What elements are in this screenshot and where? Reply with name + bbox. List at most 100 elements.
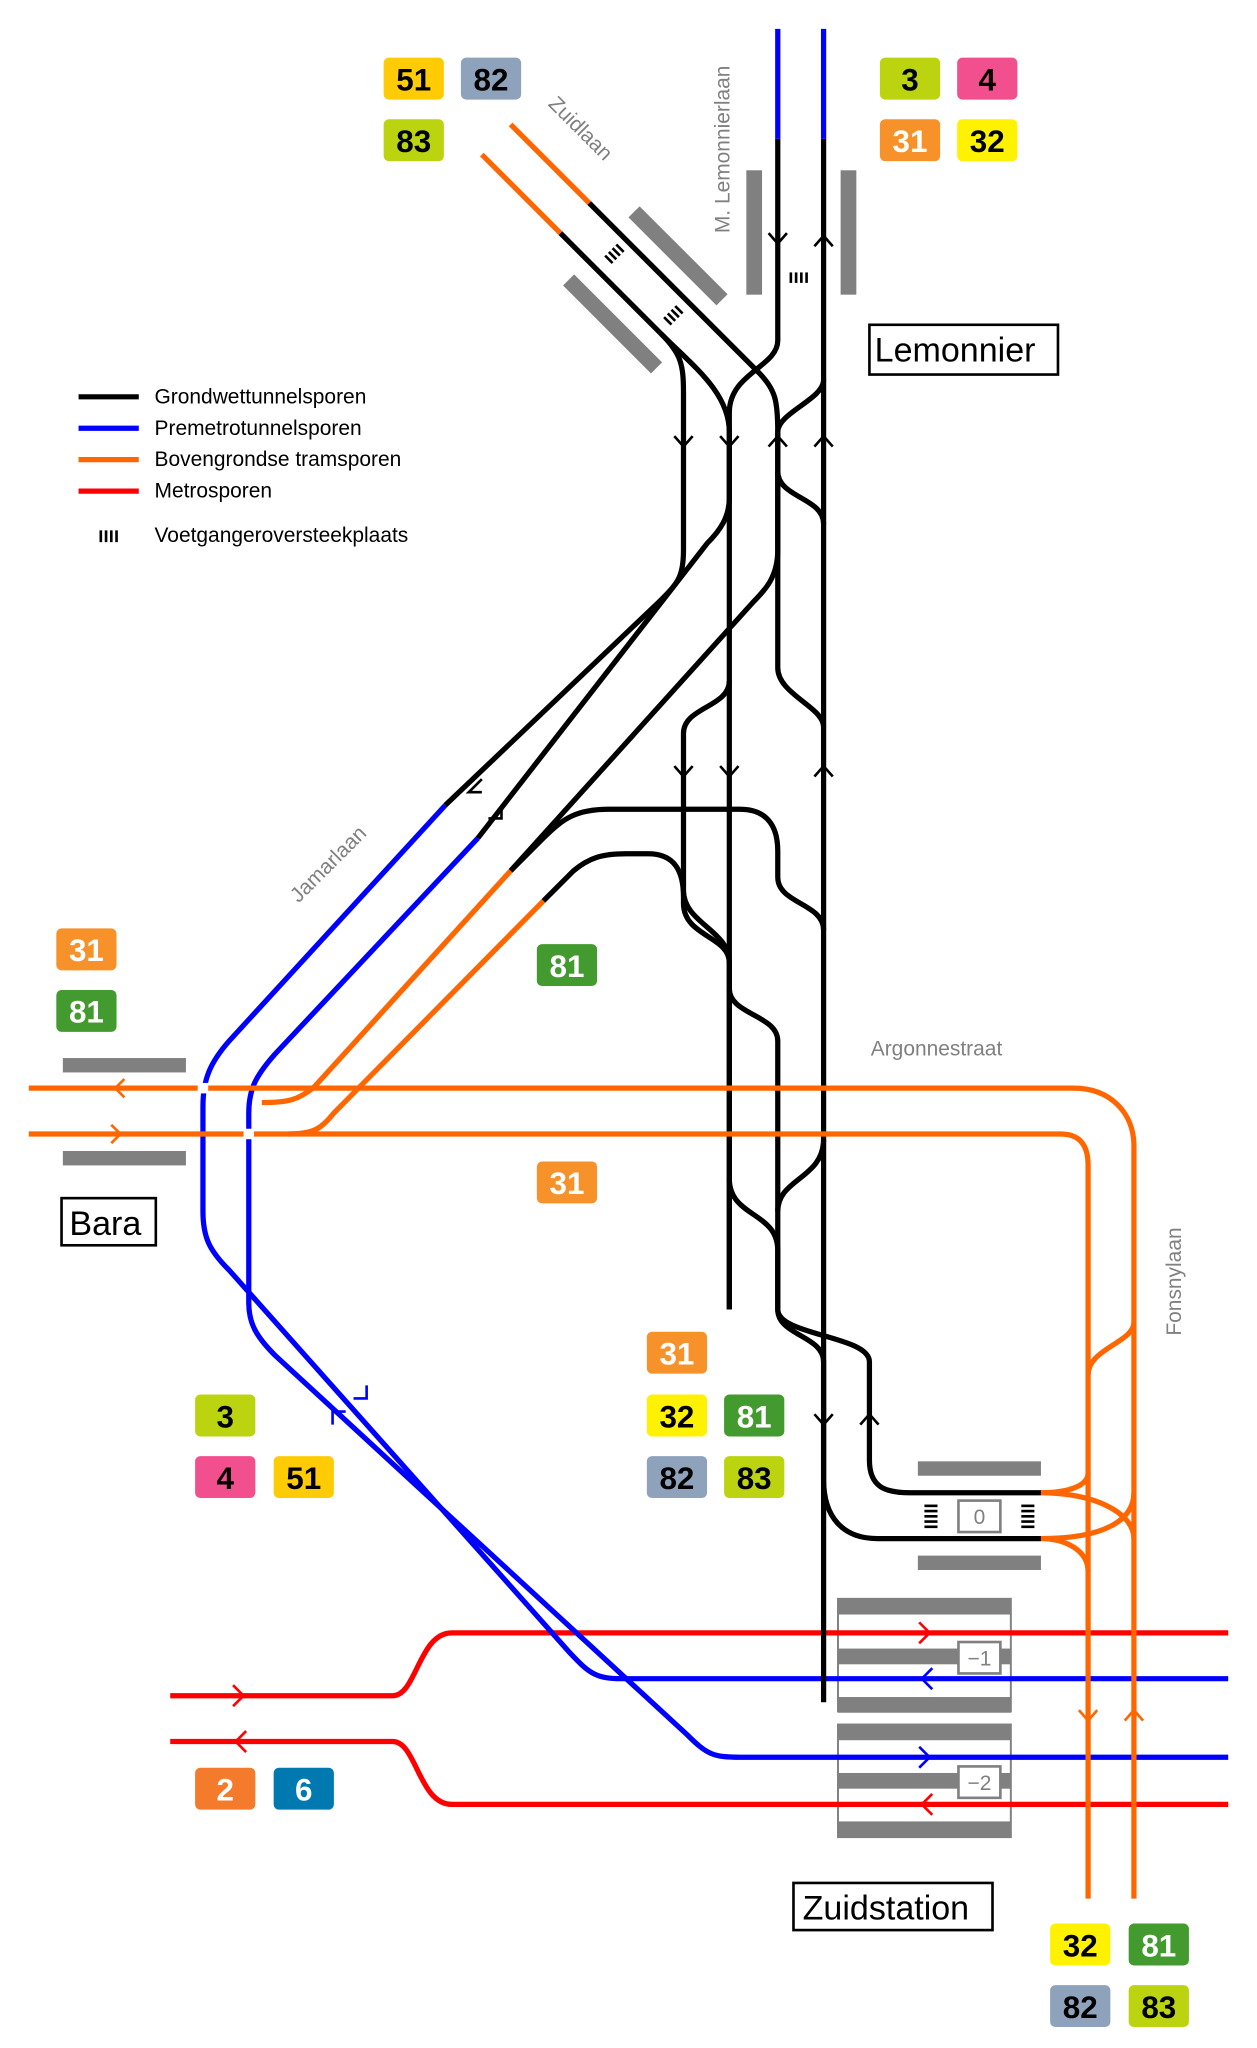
zuidlaan-surface-b <box>508 122 592 205</box>
line-badge-2: 2 <box>195 1767 256 1810</box>
lemonnier-down-track <box>726 138 781 1310</box>
badge-label: 81 <box>737 1399 772 1434</box>
badge-label: 32 <box>1063 1928 1098 1963</box>
line-badge-31: 31 <box>56 928 117 971</box>
arrow-1 <box>767 232 788 246</box>
arrow-11 <box>859 1412 880 1426</box>
badge-label: 51 <box>286 1461 321 1496</box>
loop-81-lower <box>541 851 732 963</box>
line-badge-83: 83 <box>724 1456 785 1498</box>
line-badge-83: 83 <box>383 119 444 162</box>
crossing-icon-zuid-0-left <box>924 1504 938 1529</box>
badge-background <box>56 928 117 971</box>
badge-label: 82 <box>474 62 509 97</box>
arrow-4 <box>719 435 740 449</box>
metro-arrow-1 <box>232 1684 246 1708</box>
street-fonsnylaan: Fonsnylaan <box>1163 1227 1186 1335</box>
premetro-tracks <box>200 28 1229 1769</box>
premetro-arrow-2 <box>331 1410 346 1425</box>
badge-background <box>724 1394 785 1437</box>
platform-zuid-minus1 <box>837 1597 1012 1713</box>
badge-label: 81 <box>69 995 104 1030</box>
platform-zuidlaan-ne <box>628 206 728 306</box>
line-badge-3: 3 <box>879 57 941 100</box>
badge-background <box>1050 1985 1111 2027</box>
metro-arrow-2 <box>233 1730 248 1753</box>
badge-background <box>273 1456 334 1498</box>
badge-label: 3 <box>216 1399 233 1434</box>
metro-track-north <box>170 1630 1229 1699</box>
cross-track-c <box>775 471 827 525</box>
station-zuidstation: Zuidstation <box>803 1890 969 1928</box>
line-badge-4: 4 <box>957 57 1018 100</box>
line-badge-32: 32 <box>957 119 1018 162</box>
station-lemonnier: Lemonnier <box>875 331 1036 369</box>
badge-label: 6 <box>295 1772 312 1807</box>
line-badge-81: 81 <box>536 944 598 987</box>
metro-arrow-4 <box>919 1792 934 1816</box>
line-badge-32: 32 <box>646 1394 708 1437</box>
line-badge-6: 6 <box>273 1767 334 1810</box>
arrow-8 <box>719 765 740 779</box>
badge-background <box>646 1394 708 1437</box>
arrow-7 <box>673 765 694 779</box>
premetro-arrow-4 <box>918 1745 932 1769</box>
legend-item-premetro: Premetrotunnelsporen <box>155 417 362 440</box>
street-jamarlaan: Jamarlaan <box>286 822 371 907</box>
street-argonnestraat: Argonnestraat <box>871 1037 1003 1060</box>
street-labels: Zuidlaan M. Lemonnierlaan Jamarlaan Argo… <box>286 66 1186 1336</box>
south-track-right <box>775 1139 1041 1496</box>
badge-label: 4 <box>216 1461 234 1496</box>
arrow-6 <box>813 434 834 448</box>
badge-background <box>957 57 1018 100</box>
street-zuidlaan: Zuidlaan <box>544 92 617 165</box>
crossing-icon-zuidlaan-1 <box>604 243 625 264</box>
line-badge-83: 83 <box>1128 1985 1189 2027</box>
arrow-2 <box>813 233 834 248</box>
grondwet-tunnel-tracks <box>443 138 1041 1703</box>
platform-zuid-0-south <box>917 1555 1041 1571</box>
badge-background <box>1128 1923 1189 1966</box>
badge-background <box>724 1456 785 1498</box>
arrow-9 <box>813 764 834 778</box>
badge-label: 2 <box>216 1772 233 1807</box>
pedestrian-crossings <box>604 243 1035 1529</box>
badge-label: 82 <box>1063 1990 1098 2025</box>
platform-lemonnier-west <box>746 170 763 295</box>
badge-background <box>1128 1985 1189 2027</box>
badge-background <box>879 119 941 162</box>
argonne-arrow-1 <box>113 1078 126 1099</box>
badge-label: 31 <box>893 124 928 159</box>
legend: Grondwettunnelsporen Premetrotunnelspore… <box>78 385 408 547</box>
level-markers: 0 −1 −2 <box>957 1499 1002 1800</box>
arrow-13 <box>488 805 503 820</box>
crossing-icon-zuidlaan-2 <box>663 305 684 326</box>
arrow-3 <box>673 435 694 449</box>
badge-background <box>646 1456 708 1498</box>
south-track-left <box>726 1178 1041 1542</box>
loop-81-upper <box>508 806 827 931</box>
badge-background <box>195 1456 256 1498</box>
badge-label: 32 <box>970 124 1005 159</box>
badge-label: 83 <box>396 124 431 159</box>
zuid-0-links <box>1040 1472 1137 1572</box>
badge-label: 83 <box>1141 1990 1176 2025</box>
badge-label: 81 <box>1141 1928 1176 1963</box>
metro-arrow-3 <box>918 1621 932 1645</box>
crossing-icon-zuid-0-right <box>1021 1504 1035 1529</box>
arrow-5 <box>767 434 788 448</box>
premetro-arrow-1 <box>353 1385 368 1400</box>
fonsny-arrow-2 <box>1123 1708 1145 1722</box>
line-badge-82: 82 <box>646 1456 708 1498</box>
badge-label: 32 <box>659 1399 694 1434</box>
argonne-south <box>28 1131 1091 1899</box>
zuidlaan-surface-a <box>479 152 563 235</box>
badge-label: 51 <box>396 62 431 97</box>
line-badge-51: 51 <box>383 57 444 100</box>
badge-label: 31 <box>659 1336 694 1371</box>
badge-label: 31 <box>549 1166 584 1201</box>
metro-tracks <box>170 1621 1229 1816</box>
badge-background <box>957 119 1018 162</box>
